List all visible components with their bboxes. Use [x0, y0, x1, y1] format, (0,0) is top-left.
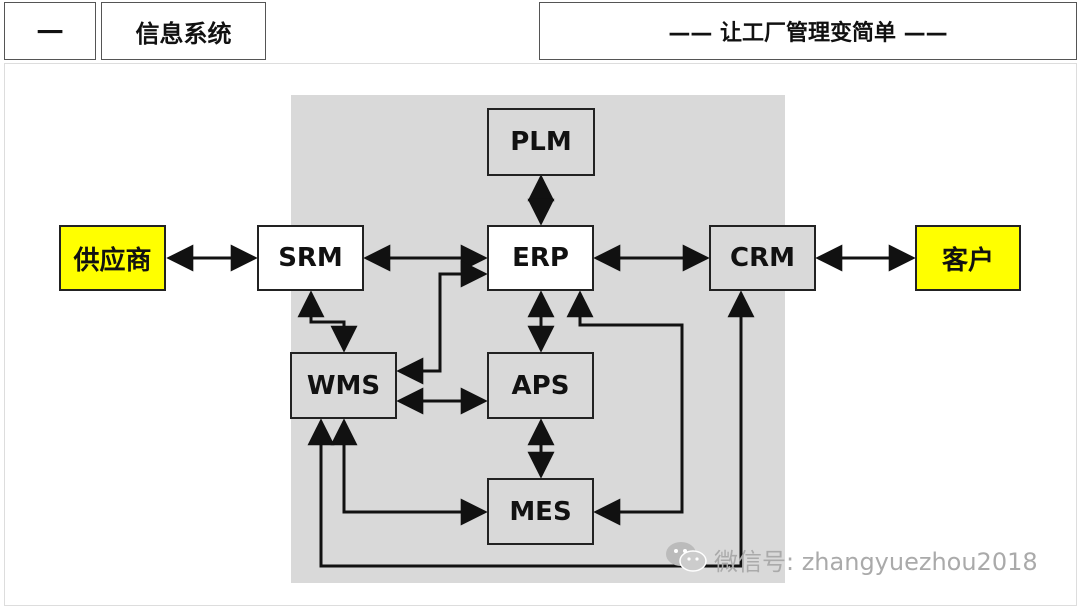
- node-plm: PLM: [487, 108, 595, 176]
- node-erp: ERP: [487, 225, 594, 291]
- wechat-icon: [664, 540, 708, 578]
- node-customer: 客户: [915, 225, 1021, 291]
- node-wms: WMS: [290, 352, 397, 419]
- arrow-wms-mes: [330, 418, 488, 526]
- node-supplier: 供应商: [59, 225, 166, 291]
- arrow-erp-mes: [566, 290, 684, 526]
- section-title: 信息系统: [101, 2, 266, 60]
- section-number: 一: [4, 2, 96, 60]
- node-aps: APS: [487, 352, 594, 419]
- watermark: 微信号: zhangyuezhou2018: [664, 540, 1038, 578]
- node-mes: MES: [487, 478, 594, 545]
- slide-frame: [4, 63, 1077, 606]
- arrow-srm-wms: [297, 290, 358, 353]
- watermark-text: 微信号: zhangyuezhou2018: [714, 547, 1038, 576]
- arrow-wms-crm: [307, 290, 755, 568]
- node-crm: CRM: [709, 225, 816, 291]
- slogan-banner: —— 让工厂管理变简单 ——: [539, 2, 1077, 60]
- arrow-wms-erp: [396, 260, 488, 385]
- node-srm: SRM: [257, 225, 364, 291]
